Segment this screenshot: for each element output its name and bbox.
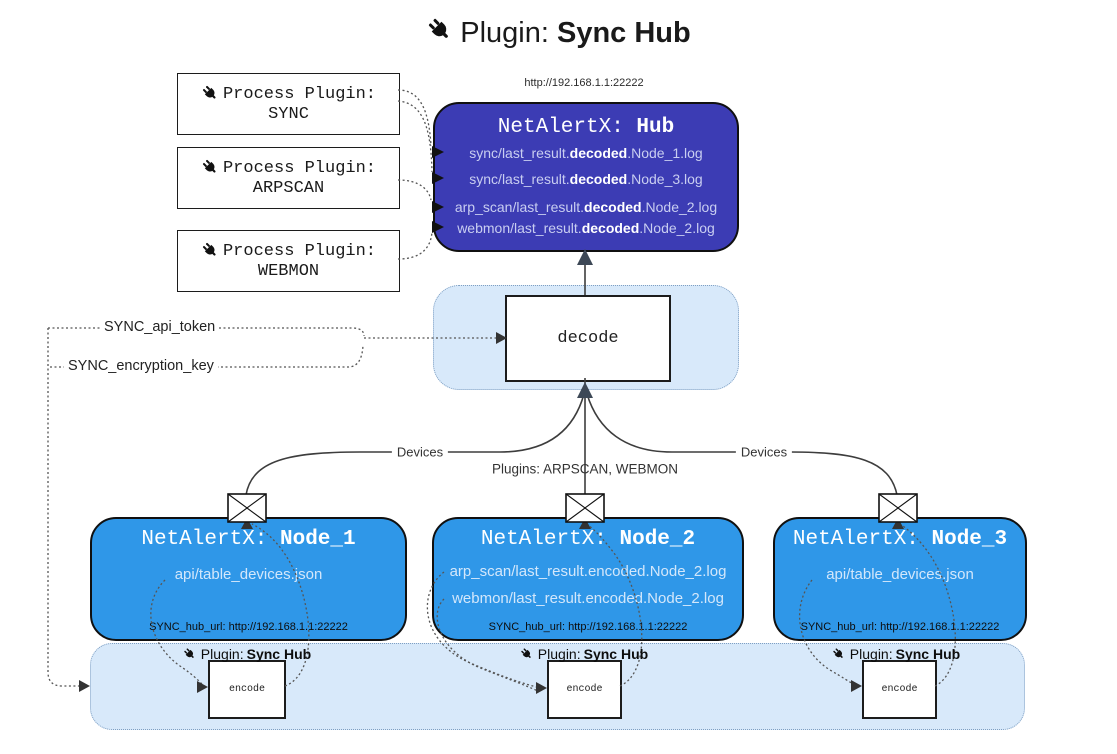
edge-webmon-to-hub-line <box>397 231 433 260</box>
encode-label: encode <box>566 684 603 695</box>
hub-title-prefix: NetAlertX: <box>497 116 637 139</box>
sync-encryption-key-label: SYNC_encryption_key <box>64 358 218 374</box>
node-title-prefix: NetAlertX: <box>480 528 620 551</box>
hub-box: NetAlertX: Hub sync/last_result.decoded.… <box>433 102 739 252</box>
process-plugin-name: SYNC <box>268 105 309 124</box>
envelope-icon <box>878 493 918 523</box>
process-plugin-label: Process Plugin: <box>222 241 377 261</box>
process-plugin-box-sync: Process Plugin: SYNC <box>177 73 400 135</box>
hub-log-pre: arp_scan/last_result. <box>454 199 585 215</box>
hub-log-line: arp_scan/last_result.decoded.Node_2.log <box>435 199 737 215</box>
sync-api-token-label: SYNC_api_token <box>100 319 220 335</box>
edge-label-devices-right: Devices <box>735 444 793 460</box>
encode-box-3: encode <box>862 660 937 719</box>
edge-arpscan-to-hub-line <box>397 179 432 201</box>
process-plugin-label: Process Plugin: <box>222 84 377 104</box>
node-title: NetAlertX: Node_1 <box>92 528 405 551</box>
node-line: webmon/last_result.encoded.Node_2.log <box>452 590 724 607</box>
edge-label-devices-left: Devices <box>391 444 449 460</box>
decode-label: decode <box>557 329 619 348</box>
node-title: NetAlertX: Node_2 <box>434 528 742 551</box>
hub-log-post: .Node_2.log <box>639 220 715 236</box>
node-title-prefix: NetAlertX: <box>792 528 932 551</box>
envelope-icon <box>565 493 605 523</box>
node-title: NetAlertX: Node_3 <box>775 528 1025 551</box>
node-line: arp_scan/last_result.encoded.Node_2.log <box>449 563 727 580</box>
hub-log-post: .Node_2.log <box>641 199 718 215</box>
node-title-bold: Node_2 <box>619 528 696 551</box>
decode-box: decode <box>505 295 671 382</box>
plug-icon <box>202 159 216 173</box>
envelope-icon <box>227 493 267 523</box>
hub-log-bold: decoded <box>569 171 628 187</box>
encode-box-1: encode <box>208 660 286 719</box>
hub-title: NetAlertX: Hub <box>435 116 737 139</box>
band-plugin-bold: Sync Hub <box>583 646 649 662</box>
band-plugin-bold: Sync Hub <box>895 646 961 662</box>
process-plugin-box-webmon: Process Plugin: WEBMON <box>177 230 400 292</box>
node-line: api/table_devices.json <box>174 566 323 583</box>
hub-log-pre: webmon/last_result. <box>457 220 582 236</box>
process-plugin-box-arpscan: Process Plugin: ARPSCAN <box>177 147 400 209</box>
hub-log-bold: decoded <box>581 220 640 236</box>
process-plugin-name: WEBMON <box>257 262 320 281</box>
encode-box-2: encode <box>547 660 622 719</box>
process-plugin-name: ARPSCAN <box>252 179 325 198</box>
plug-icon <box>429 18 449 38</box>
hub-log-bold: decoded <box>584 199 642 215</box>
process-plugin-label: Process Plugin: <box>222 158 377 178</box>
plug-icon <box>184 647 194 658</box>
encode-label: encode <box>228 684 265 695</box>
node-1-box: NetAlertX: Node_1 api/table_devices.json… <box>90 517 407 641</box>
node-title-prefix: NetAlertX: <box>141 528 280 551</box>
edge-key-to-encode-band-line <box>47 328 80 687</box>
node-2-box: NetAlertX: Node_2 arp_scan/last_result.e… <box>432 517 744 641</box>
edge-label-plugins-middle: Plugins: ARPSCAN, WEBMON <box>491 461 679 477</box>
hub-log-pre: sync/last_result. <box>469 171 570 187</box>
hub-log-post: .Node_3.log <box>627 171 703 187</box>
edge-sync-to-hub-line1 <box>397 89 432 147</box>
band-plugin-label-1: Plugin: Sync Hub <box>183 646 311 662</box>
band-plugin-prefix: Plugin: <box>537 646 581 662</box>
node-hub-url: SYNC_hub_url: http://192.168.1.1:22222 <box>149 621 348 633</box>
hub-log-line: webmon/last_result.decoded.Node_2.log <box>435 220 737 236</box>
band-plugin-prefix: Plugin: <box>200 646 244 662</box>
plug-icon <box>521 647 531 658</box>
hub-url: http://192.168.1.1:22222 <box>524 77 644 89</box>
hub-title-bold: Hub <box>636 116 675 139</box>
node-title-bold: Node_1 <box>280 528 356 551</box>
hub-log-line: sync/last_result.decoded.Node_3.log <box>435 171 737 187</box>
band-plugin-bold: Sync Hub <box>246 646 312 662</box>
band-plugin-prefix: Plugin: <box>849 646 893 662</box>
hub-log-post: .Node_1.log <box>627 145 703 161</box>
edge-sync-to-hub-line2 <box>397 100 433 173</box>
encode-label: encode <box>881 684 918 695</box>
plug-icon <box>833 647 843 658</box>
hub-log-line: sync/last_result.decoded.Node_1.log <box>435 145 737 161</box>
hub-log-pre: sync/last_result. <box>469 145 570 161</box>
node-title-bold: Node_3 <box>931 528 1008 551</box>
hub-log-bold: decoded <box>569 145 628 161</box>
arrow-into-band-icon <box>79 680 90 692</box>
plug-icon <box>202 85 216 99</box>
node-hub-url: SYNC_hub_url: http://192.168.1.1:22222 <box>800 621 1000 633</box>
band-plugin-label-3: Plugin: Sync Hub <box>832 646 960 662</box>
node-3-box: NetAlertX: Node_3 api/table_devices.json… <box>773 517 1027 641</box>
page-title-bold: Sync Hub <box>556 17 691 49</box>
node-line: api/table_devices.json <box>826 566 974 583</box>
node-hub-url: SYNC_hub_url: http://192.168.1.1:22222 <box>488 621 688 633</box>
page-title: Plugin: Sync Hub <box>0 16 1117 50</box>
page-title-prefix: Plugin: <box>460 17 557 49</box>
plug-icon <box>202 242 216 256</box>
band-plugin-label-2: Plugin: Sync Hub <box>520 646 648 662</box>
